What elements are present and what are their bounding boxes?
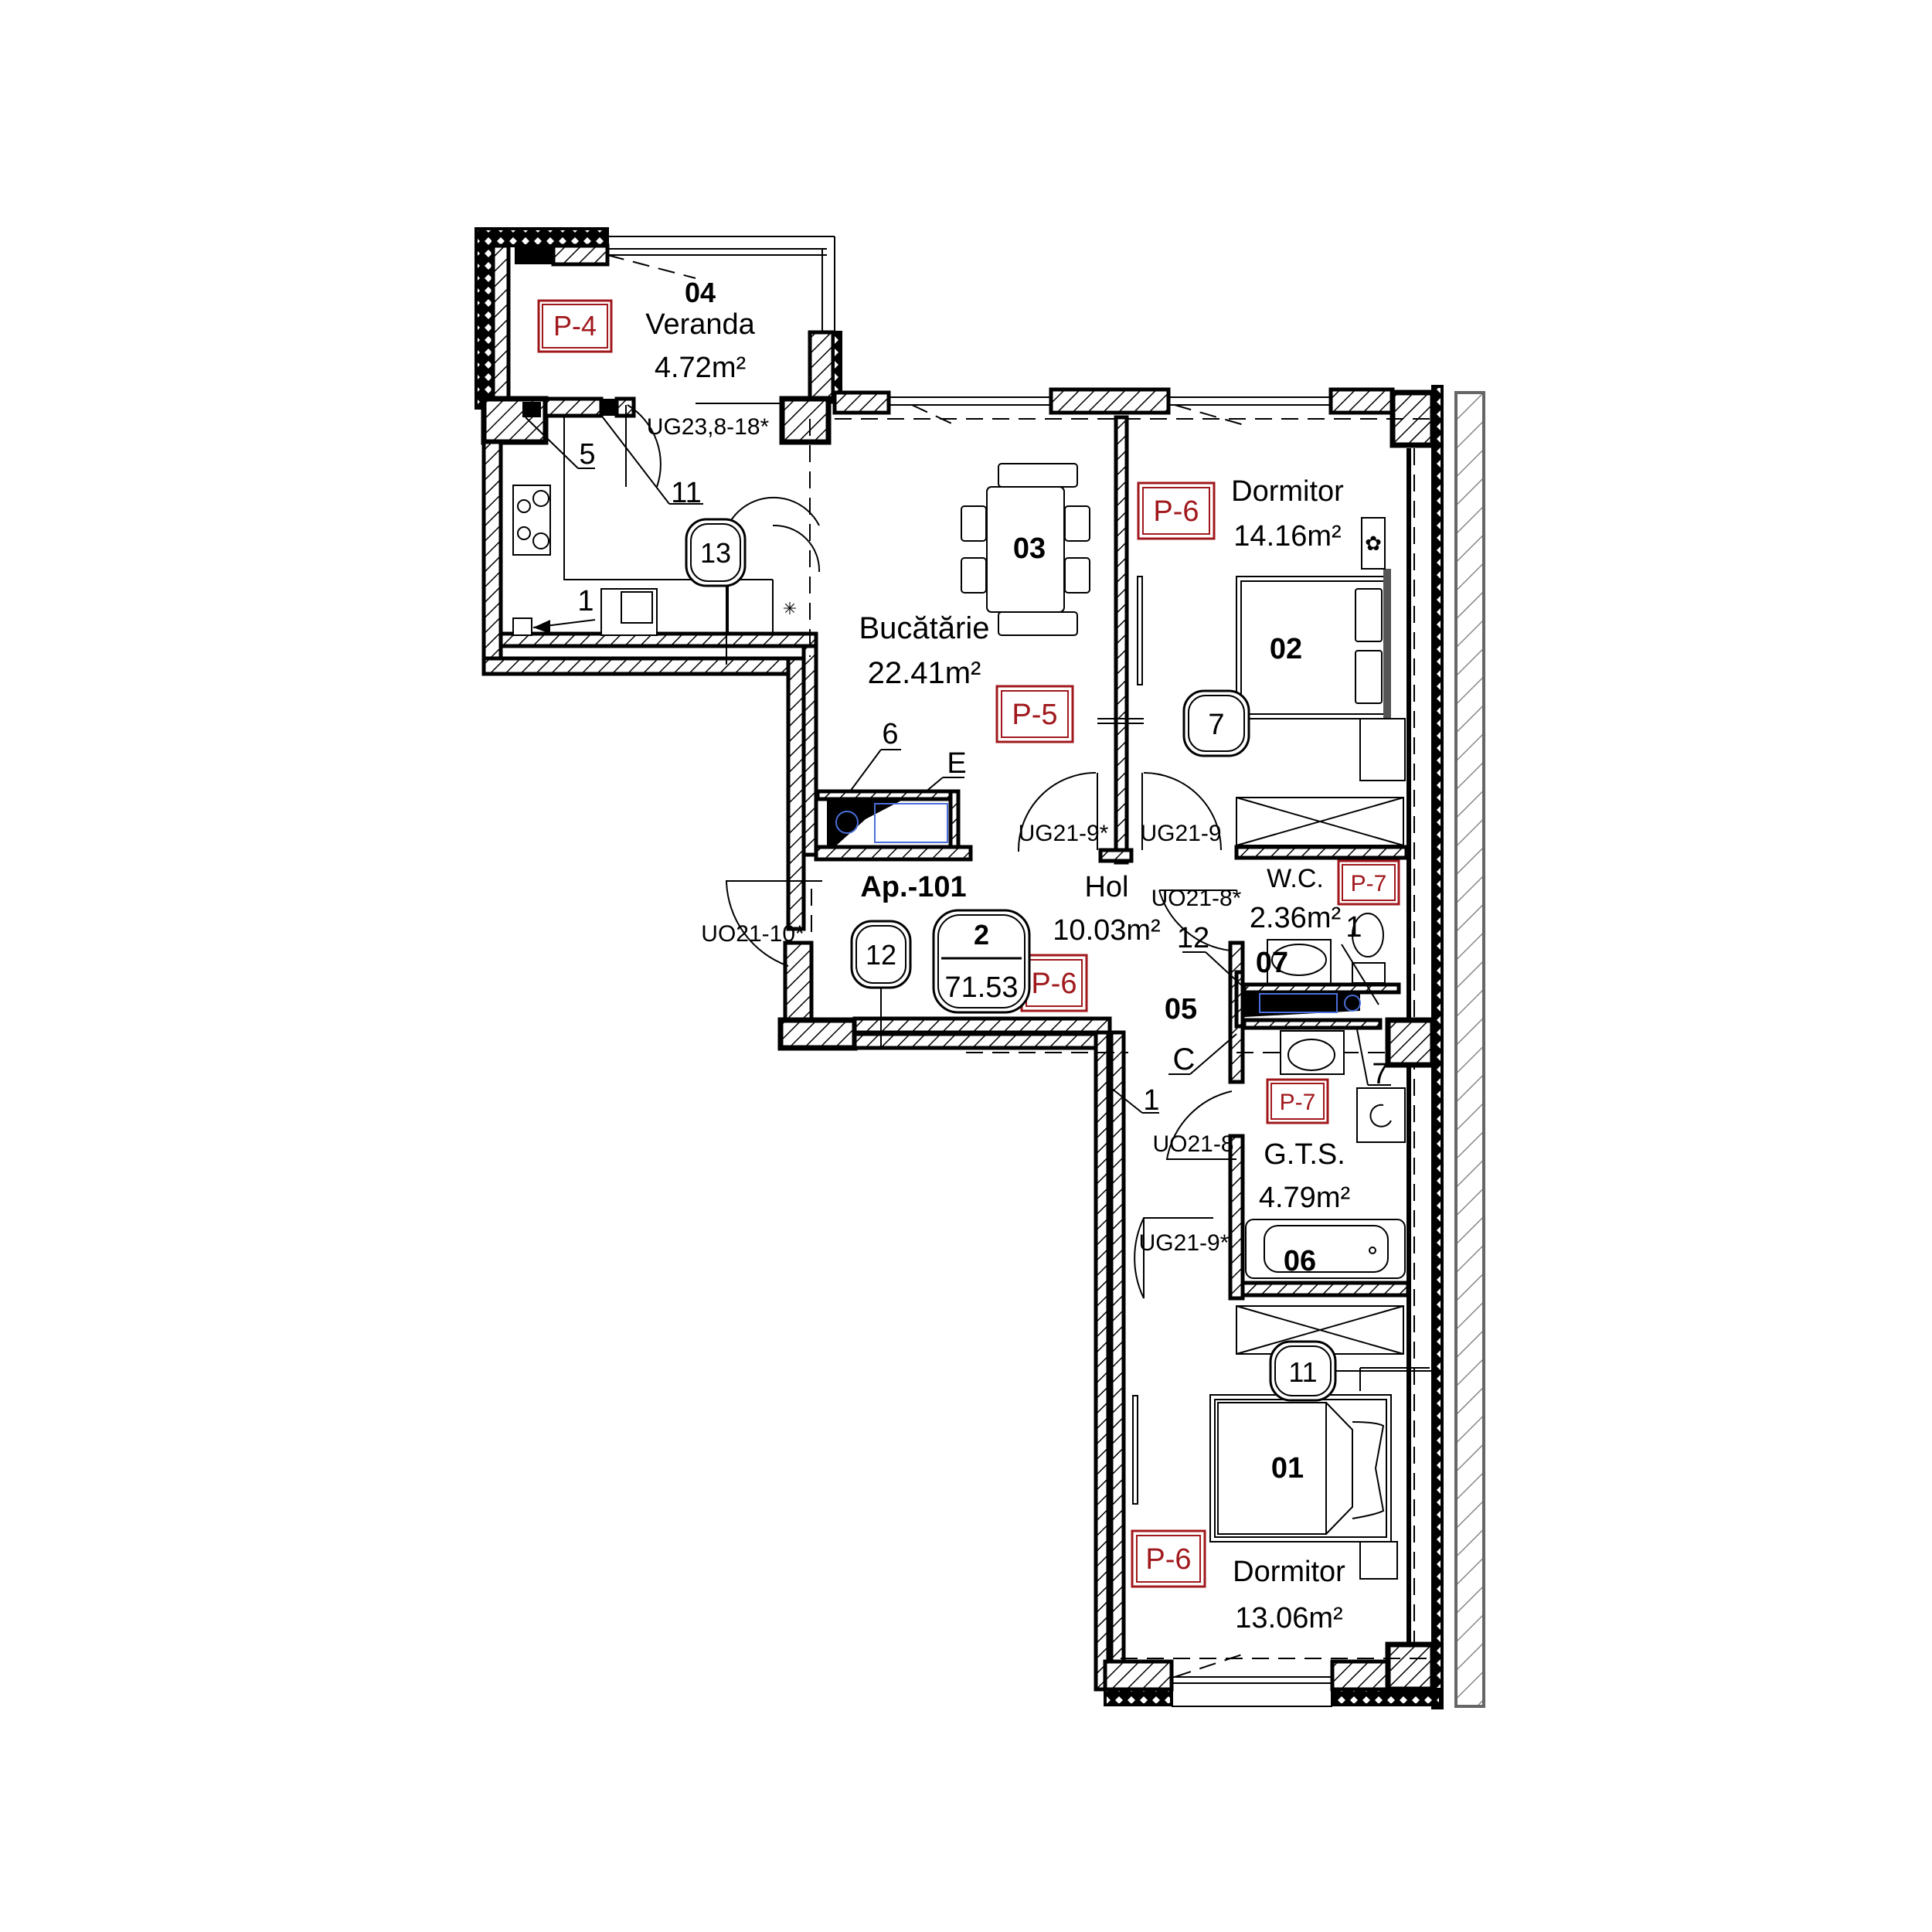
svg-text:7: 7	[1208, 709, 1224, 741]
svg-text:1: 1	[1143, 1084, 1159, 1117]
svg-text:UO21-8: UO21-8	[1152, 1131, 1233, 1157]
svg-text:13: 13	[700, 537, 731, 569]
svg-text:UG21-9*: UG21-9*	[1139, 1230, 1230, 1256]
svg-text:Hol: Hol	[1084, 871, 1128, 903]
svg-text:✿: ✿	[1365, 532, 1382, 555]
door-codes: UG23,8-18* UG21-9* UG21-9 UO21-10* UO21-…	[647, 414, 1242, 1256]
svg-text:C: C	[1173, 1043, 1196, 1077]
room-bedroom-02: Dormitor 14.16m² 02	[1231, 475, 1344, 665]
svg-text:UG23,8-18*: UG23,8-18*	[647, 414, 770, 440]
svg-text:G.T.S.: G.T.S.	[1264, 1138, 1345, 1171]
svg-text:1: 1	[577, 585, 594, 617]
bottom-wall	[1103, 1641, 1442, 1707]
svg-text:04: 04	[685, 277, 716, 308]
svg-text:UG21-9*: UG21-9*	[1019, 821, 1109, 846]
dining-table	[961, 463, 1090, 636]
svg-text:71.53: 71.53	[944, 971, 1018, 1004]
svg-text:13.06m²: 13.06m²	[1235, 1602, 1342, 1634]
kitchen-fixtures: ✳	[512, 404, 821, 665]
wc-fixtures	[1234, 913, 1436, 1068]
apartment-summary: Ap.-101 2 71.53	[860, 871, 1031, 1014]
svg-text:Bucătărie: Bucătărie	[859, 611, 990, 645]
svg-text:12: 12	[1177, 922, 1209, 954]
callout-11: 11	[1269, 1340, 1433, 1402]
svg-text:P-5: P-5	[1012, 699, 1057, 731]
room-bathroom: G.T.S. 4.79m² 06	[1259, 1138, 1350, 1277]
svg-text:1: 1	[1345, 911, 1362, 944]
svg-text:5: 5	[579, 438, 595, 471]
room-bedroom-01: 01 Dormitor 13.06m²	[1233, 1452, 1345, 1634]
finish-tag-bedroom-02: P-6	[1137, 481, 1216, 540]
svg-text:6: 6	[882, 718, 898, 750]
svg-text:Ap.-101: Ap.-101	[860, 871, 966, 903]
finish-tag-hall: P-6	[1020, 954, 1088, 1012]
bathroom-fixtures	[1245, 1030, 1406, 1279]
leader-labels: 5 11 1 6 E 12 1 7 C 1	[525, 417, 1391, 1117]
svg-text:06: 06	[1284, 1245, 1316, 1277]
svg-text:UG21-9: UG21-9	[1140, 821, 1221, 846]
bedroom-02-furniture: ✿	[1137, 517, 1406, 846]
svg-text:Veranda: Veranda	[645, 308, 755, 341]
svg-text:W.C.: W.C.	[1267, 864, 1324, 893]
svg-text:P-6: P-6	[1145, 1543, 1191, 1576]
svg-text:05: 05	[1165, 993, 1197, 1026]
svg-text:01: 01	[1271, 1452, 1304, 1485]
callout-7: 7	[1182, 689, 1250, 757]
balcony-strip	[1454, 391, 1485, 1708]
svg-text:UO21-8*: UO21-8*	[1151, 886, 1242, 911]
svg-text:07: 07	[1256, 947, 1288, 979]
svg-text:14.16m²: 14.16m²	[1233, 520, 1341, 553]
partition-kitchen-bedroom	[1114, 415, 1129, 865]
svg-text:10.03m²: 10.03m²	[1053, 914, 1160, 947]
svg-text:P-4: P-4	[553, 310, 597, 342]
svg-text:4.79m²: 4.79m²	[1259, 1182, 1350, 1214]
finish-tag-bedroom-01: P-6	[1131, 1529, 1206, 1588]
finish-tag-bathroom: P-7	[1266, 1078, 1329, 1124]
svg-text:7: 7	[1372, 1058, 1388, 1090]
svg-text:03: 03	[1013, 532, 1046, 565]
svg-text:UO21-10*: UO21-10*	[701, 921, 804, 947]
veranda-walls	[474, 227, 842, 410]
svg-text:✳: ✳	[783, 599, 797, 618]
finish-tag-kitchen: P-5	[995, 685, 1074, 743]
svg-text:P-6: P-6	[1153, 495, 1199, 528]
callout-12: 12	[850, 920, 912, 1048]
room-wc: W.C. 2.36m² 07	[1250, 864, 1341, 979]
storage-niche	[815, 789, 961, 849]
svg-text:Dormitor: Dormitor	[1231, 475, 1344, 508]
svg-text:2.36m²: 2.36m²	[1250, 902, 1341, 934]
svg-text:2: 2	[974, 919, 989, 951]
room-kitchen: 03 Bucătărie 22.41m²	[859, 532, 1046, 690]
svg-text:E: E	[947, 747, 966, 780]
room-hall: Hol 10.03m² 05	[1053, 871, 1197, 1026]
finish-tag-wc: P-7	[1337, 859, 1400, 906]
svg-text:P-7: P-7	[1280, 1090, 1316, 1115]
callout-13: 13	[685, 518, 747, 587]
room-veranda: 04 Veranda 4.72m²	[645, 277, 755, 384]
svg-text:Dormitor: Dormitor	[1233, 1556, 1345, 1588]
svg-text:11: 11	[1288, 1356, 1317, 1388]
svg-text:02: 02	[1270, 633, 1302, 665]
top-wall	[481, 385, 1444, 1709]
finish-tag-veranda: P-4	[537, 299, 613, 353]
svg-text:22.41m²: 22.41m²	[868, 656, 981, 690]
svg-text:P-6: P-6	[1031, 968, 1077, 1000]
svg-text:12: 12	[866, 939, 896, 971]
svg-text:P-7: P-7	[1351, 871, 1387, 896]
svg-text:4.72m²: 4.72m²	[655, 352, 746, 384]
